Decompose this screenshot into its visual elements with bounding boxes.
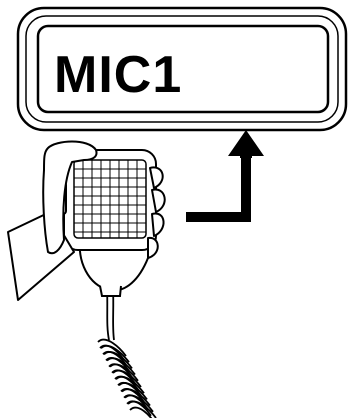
cable-coil	[98, 340, 156, 418]
arrow-head	[228, 130, 264, 158]
mic-strain-relief	[100, 286, 121, 296]
arrow-shaft	[186, 155, 246, 217]
arrow-up-icon	[186, 130, 264, 217]
hand-finger-3	[152, 213, 164, 236]
microphone	[58, 150, 156, 296]
display-label: MIC1	[54, 46, 182, 104]
display-panel: MIC1	[18, 8, 346, 130]
hand-finger-4	[148, 238, 158, 258]
mic-cable	[98, 288, 156, 418]
